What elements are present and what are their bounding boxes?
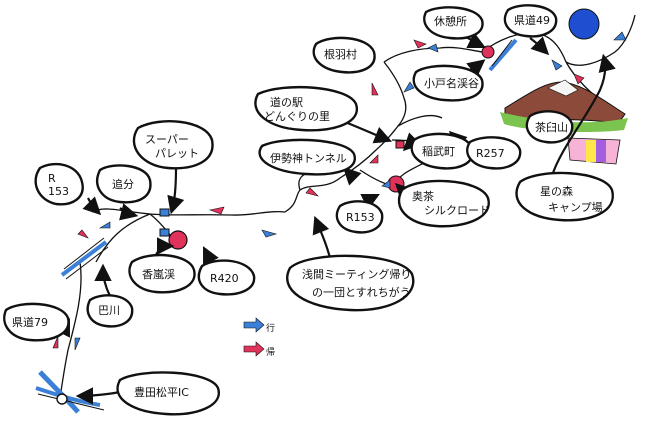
label-inabucho: 稲武町 [410, 132, 474, 170]
asama-meeting-text: 浅間ミーティング帰りの一団とすれちがう [302, 267, 411, 299]
inabucho-text: 稲武町 [422, 145, 455, 158]
okucha-text: 奥茶シルクロード [412, 189, 490, 217]
supermarket-text: スーパーパレット [145, 133, 199, 160]
label-inabu-tunnel: 伊勢神トンネル [258, 138, 357, 176]
tomoegawa-bridge [60, 237, 109, 280]
label-r257: R257 [466, 136, 522, 170]
shiba-sakura-field [567, 137, 621, 165]
toyota-ic-marker [56, 393, 68, 405]
supermarket-marker [159, 208, 170, 217]
nebamura-text: 根羽村 [324, 47, 357, 61]
kendo49-text: 県道49 [514, 13, 550, 27]
kodanago-bridge [488, 38, 518, 72]
michinoeki-text: 道の駅どんぐりの里 [264, 95, 330, 123]
label-okucha: 奥茶シルクロード [397, 179, 490, 228]
korankei-marker [168, 230, 188, 250]
label-r420: R420 [197, 259, 256, 296]
legend-go-arrow [243, 317, 265, 333]
road-network [59, 14, 636, 399]
label-rest-area: 休憩所 [423, 6, 484, 40]
inabu-tunnel-text: 伊勢神トンネル [270, 151, 347, 165]
korankei-parking-marker [159, 228, 170, 237]
r420-text: R420 [210, 272, 239, 285]
toyota-ic-river [35, 370, 105, 414]
hoshinomori-text: 星の森キャンプ場 [540, 184, 603, 214]
label-kodanago: 小戸名渓谷 [412, 64, 484, 102]
kodanago-text: 小戸名渓谷 [424, 76, 479, 90]
label-kendo49: 県道49 [503, 4, 558, 38]
label-r153-mid: R153 [335, 200, 384, 234]
label-toyota-ic: 豊田松平IC [116, 371, 220, 416]
korankei-text: 香嵐渓 [142, 268, 175, 281]
tomoegawa-text: 巴川 [98, 304, 120, 317]
toyota-ic-text: 豊田松平IC [134, 385, 189, 399]
legend-return-text: 帰 [266, 346, 275, 358]
label-korankei: 香嵐渓 [128, 253, 196, 294]
inabucho-marker [395, 140, 405, 149]
label-oiwake: 追分 [96, 164, 152, 204]
legend: 行 帰 [243, 317, 275, 358]
r153-mid-text: R153 [346, 211, 375, 224]
kendo79-text: 県道79 [12, 315, 48, 329]
label-kendo79: 県道79 [3, 302, 70, 342]
rest-area-text: 休憩所 [434, 14, 467, 28]
label-supermarket: スーパーパレット [132, 120, 214, 170]
rest-area-marker [481, 45, 495, 59]
legend-return-arrow [243, 341, 265, 357]
label-chausuyama: 茶臼山 [525, 110, 574, 144]
oiwake-text: 追分 [112, 177, 134, 191]
label-michinoeki: 道の駅どんぐりの里 [254, 85, 359, 132]
label-asama-meeting: 浅間ミーティング帰りの一団とすれちがう [286, 254, 415, 312]
label-nebamura: 根羽村 [312, 36, 376, 74]
legend-go-text: 行 [266, 322, 275, 334]
route-arrows [52, 31, 627, 351]
label-hoshinomori: 星の森キャンプ場 [515, 171, 615, 222]
r257-text: R257 [476, 147, 505, 160]
camp-lake-marker [568, 8, 600, 40]
chausuyama-text: 茶臼山 [535, 120, 568, 134]
label-tomoegawa: 巴川 [86, 294, 134, 328]
